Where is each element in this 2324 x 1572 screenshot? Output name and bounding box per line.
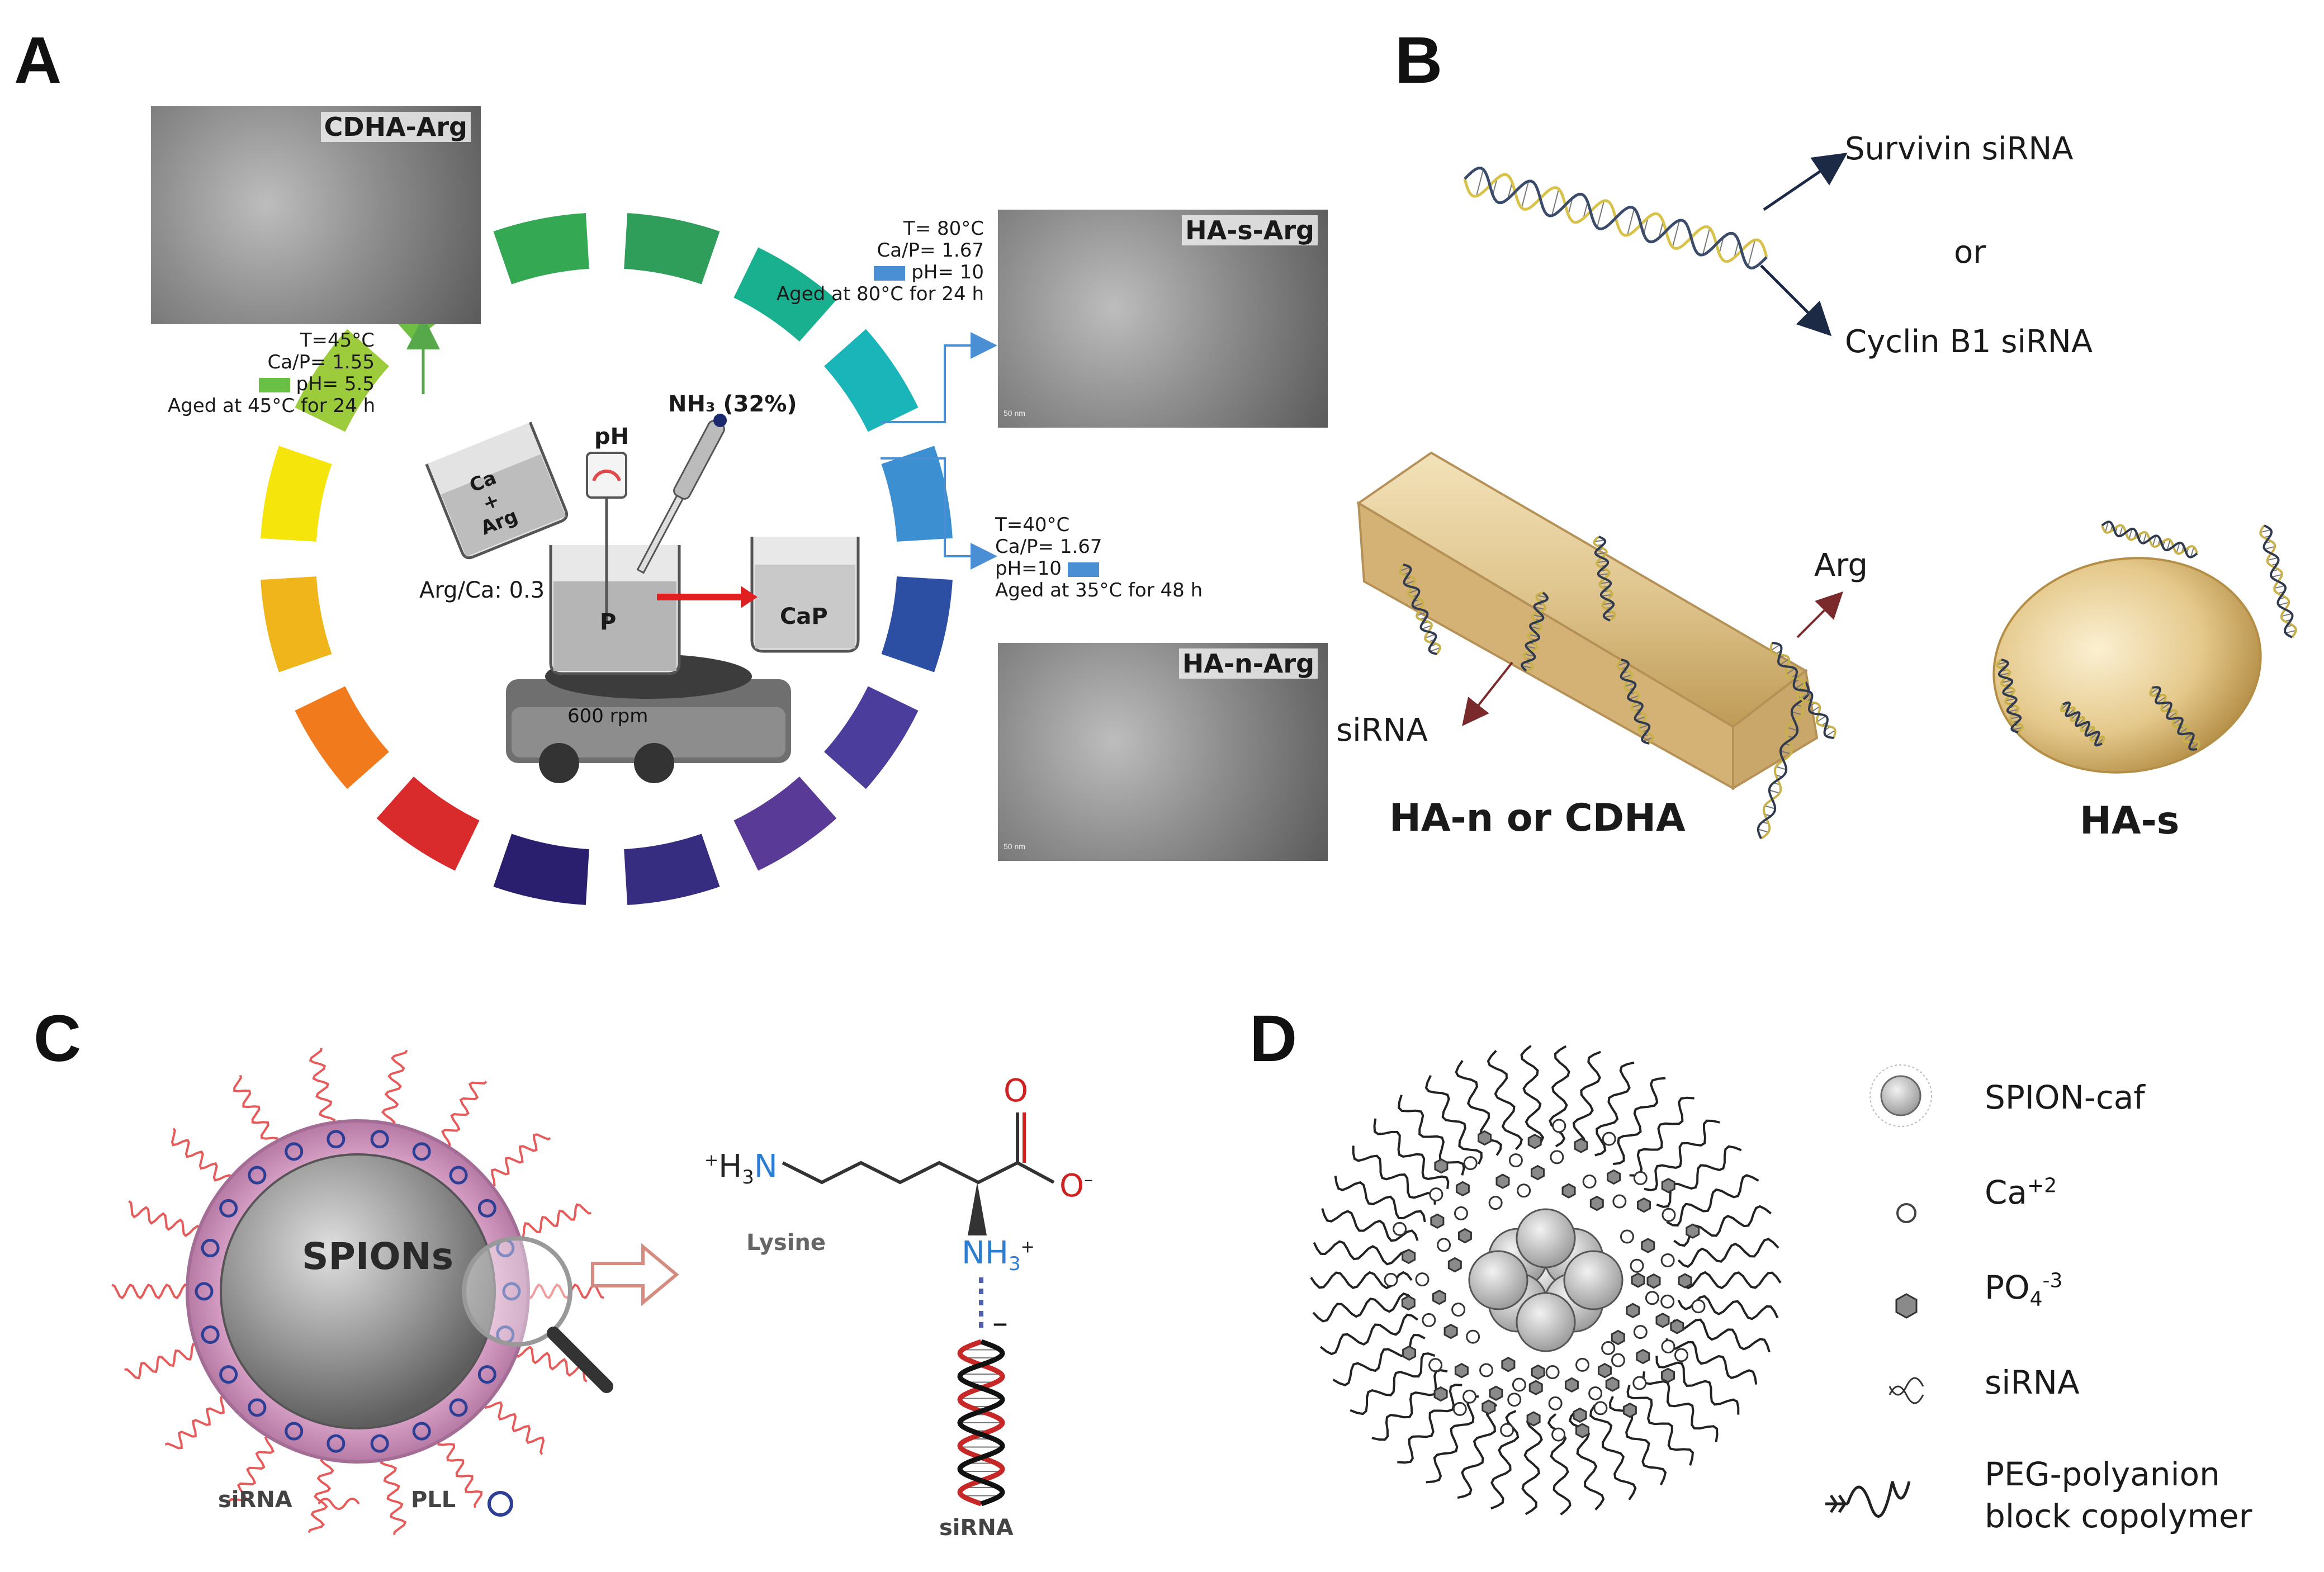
cdha-temp: T=45°C [300,329,375,352]
spion-nanoparticle [111,1048,613,1535]
legend-pll-c: PLL [411,1487,456,1513]
ha-s-particle [1992,557,2262,774]
cdha-aged: Aged at 45°C for 24 h [168,395,376,418]
wheel-segment [824,329,919,432]
blue-swatch [874,266,906,281]
panel-d-letter: D [1249,1002,1298,1076]
o-top-label: O [1004,1073,1029,1109]
panel-c-letter: C [34,1002,82,1076]
cdha-ph: pH= 5.5 [168,373,375,395]
has-ratio: Ca/P= 1.67 [877,239,984,262]
spion-caf-micelle [1310,1045,1782,1516]
han-ratio: Ca/P= 1.67 [995,536,1102,558]
nh3-label: NH₃ (32%) [668,391,797,417]
han-ph: pH=10 [995,558,1203,580]
wheel-segment [733,247,837,342]
wheel-segment [493,213,589,285]
legend-spion-caf: SPION-caf [1985,1078,2145,1116]
legend-ca: Ca+2 [1985,1173,2057,1211]
han-temp: T=40°C [995,514,1070,536]
has-ph: pH= 10 [771,262,984,283]
tem-image-han: HA-n-Arg 50 nm [998,643,1328,861]
panel-a-letter: A [14,23,62,97]
wheel-segment [624,834,720,905]
green-swatch [258,377,290,392]
ph-label: pH [594,424,629,449]
wheel-segment [881,446,953,542]
han-conditions: T=40°C Ca/P= 1.67 pH=10 Aged at 35°C for… [995,514,1203,602]
sirna-strands-b [1399,520,2297,840]
ph-meter [586,452,627,623]
wheel-segment [295,686,389,789]
wheel-segment [881,576,953,673]
sirna-double-helix [957,1339,1005,1507]
beaker-cap-label: CaP [780,604,828,629]
outline-arrow [591,1243,679,1306]
sirna-label-b: siRNA [1336,712,1428,749]
panel-b-letter: B [1395,23,1443,97]
legend-peg: PEG-polyanion block copolymer [1985,1455,2252,1536]
survivin-label: Survivin siRNA [1845,131,2074,167]
wheel-segment [493,834,589,905]
beaker-ca-arg [425,422,569,560]
wheel-segment [261,576,332,673]
minus-sign: – [992,1305,1008,1341]
tem-image-cdha: CDHA-Arg [151,106,481,324]
legend-sirna-c: siRNA [218,1487,292,1513]
arrow-to-has [881,332,997,423]
spions-label: SPIONs [302,1235,454,1278]
scale-bar-has: 50 nm [1004,409,1025,418]
pipette [636,413,727,574]
has-aged: Aged at 80°C for 24 h [776,283,984,306]
beaker-p [549,545,681,675]
wheel-segment [733,776,837,871]
has-conditions: T= 80°C Ca/P= 1.67 pH= 10 Aged at 80°C f… [771,217,984,306]
h3n-label: +H3N [704,1148,778,1189]
o-minus-label: O– [1059,1168,1094,1204]
cdha-ratio: Ca/P= 1.55 [267,351,375,374]
sirna-helix-b [1463,167,1768,269]
arg-label: Arg [1814,547,1868,584]
cdha-conditions: T=45°C Ca/P= 1.55 pH= 5.5 Aged at 45°C f… [168,329,376,418]
beaker-p-label: P [600,609,617,635]
legend-icons-d [1825,1064,1932,1518]
cyclin-label: Cyclin B1 siRNA [1845,324,2093,360]
wheel-segment [824,686,919,789]
wheel-segment [261,446,332,542]
ha-s-label: HA-s [2080,799,2180,843]
tem-image-has: HA-s-Arg 50 nm [998,210,1328,428]
scale-bar-han: 50 nm [1004,842,1025,851]
arrow-to-han [881,457,997,570]
or-label: or [1954,234,1986,271]
rpm-label: 600 rpm [567,705,649,727]
tem-label-han: HA-n-Arg [1178,648,1318,679]
wheel-segment [295,329,389,432]
lysine-skeleton [782,1161,1019,1185]
tem-label-has: HA-s-Arg [1182,215,1318,245]
ha-n-label: HA-n or CDHA [1389,796,1686,840]
blue-swatch-2 [1067,562,1099,577]
sirna-bottom-label: siRNA [939,1515,1014,1541]
legend-po4: PO4-3 [1985,1268,2063,1311]
argca-label: Arg/Ca: 0.3 [419,577,545,603]
han-aged: Aged at 35°C for 48 h [995,579,1203,602]
nh3-plus-label: NH3+ [962,1235,1035,1276]
wheel-segment [376,776,480,871]
lysine-label: Lysine [746,1230,826,1256]
has-temp: T= 80°C [903,217,984,240]
beaker-cap [750,537,860,653]
color-wheel [261,213,953,905]
wheel-segment [624,213,720,285]
tem-label-cdha: CDHA-Arg [320,112,471,142]
ha-n-rod [1356,451,1819,790]
legend-sirna-d: siRNA [1985,1363,2080,1401]
